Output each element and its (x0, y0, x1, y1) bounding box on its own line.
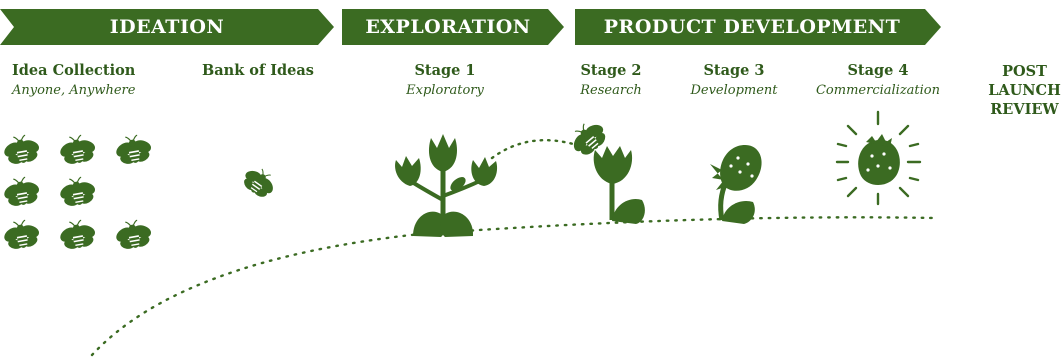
bee-icon (0, 132, 45, 169)
sparkle-rays (835, 110, 922, 206)
ideation-label: IDEATION (109, 16, 225, 38)
post-launch-line3: REVIEW (990, 101, 1059, 118)
stage3-label: Stage 3 Development (682, 62, 786, 99)
product-development-label: PRODUCT DEVELOPMENT (603, 16, 901, 38)
ideation-banner-shape (0, 9, 334, 45)
post-launch-line2: LAUNCH (988, 82, 1061, 99)
bank-of-ideas-label: Bank of Ideas (197, 62, 319, 79)
idea-collection-label: Idea Collection Anyone, Anywhere (12, 62, 135, 99)
idea-collection-bees (0, 132, 157, 254)
post-launch-review-label: POST LAUNCH REVIEW (985, 62, 1064, 119)
bee-icon (55, 217, 101, 254)
exploration-label: EXPLORATION (365, 16, 531, 38)
bee-icon (111, 132, 157, 169)
pollination-arc-dotted-line (490, 139, 582, 160)
strawberry-plant-icon (710, 144, 762, 224)
exploration-banner: EXPLORATION (342, 9, 564, 45)
product-development-banner-shape (575, 9, 941, 45)
bee-icon (55, 132, 101, 169)
growth-path-dotted-line (90, 216, 937, 357)
stage3-title: Stage 3 (703, 62, 765, 79)
bee-icon (111, 217, 157, 254)
post-launch-line1: POST (1002, 63, 1047, 80)
bee-icon (0, 174, 45, 211)
exploration-banner-shape (342, 9, 564, 45)
stage1-subtitle: Exploratory (406, 83, 484, 98)
idea-collection-subtitle: Anyone, Anywhere (12, 83, 136, 98)
stage4-subtitle: Commercialization (815, 83, 941, 98)
stage4-label: Stage 4 Commercialization (806, 62, 950, 99)
flowering-plant-icon (395, 134, 498, 237)
stage4-title: Stage 4 (847, 62, 909, 79)
stage2-title: Stage 2 (580, 62, 642, 79)
shining-strawberry-icon (835, 110, 922, 206)
bank-of-ideas-title: Bank of Ideas (202, 62, 314, 79)
idea-collection-title: Idea Collection (12, 62, 136, 79)
bee-icon (236, 161, 282, 205)
budding-plant-icon (593, 146, 645, 224)
stage1-title: Stage 1 (414, 62, 476, 79)
ideation-banner: IDEATION (0, 9, 334, 45)
stage3-subtitle: Development (690, 83, 778, 98)
stage2-subtitle: Research (580, 83, 642, 98)
bee-icon (55, 174, 101, 211)
product-development-banner: PRODUCT DEVELOPMENT (575, 9, 941, 45)
bee-icon (0, 217, 45, 254)
stage1-label: Stage 1 Exploratory (395, 62, 495, 99)
stage2-label: Stage 2 Research (567, 62, 655, 99)
